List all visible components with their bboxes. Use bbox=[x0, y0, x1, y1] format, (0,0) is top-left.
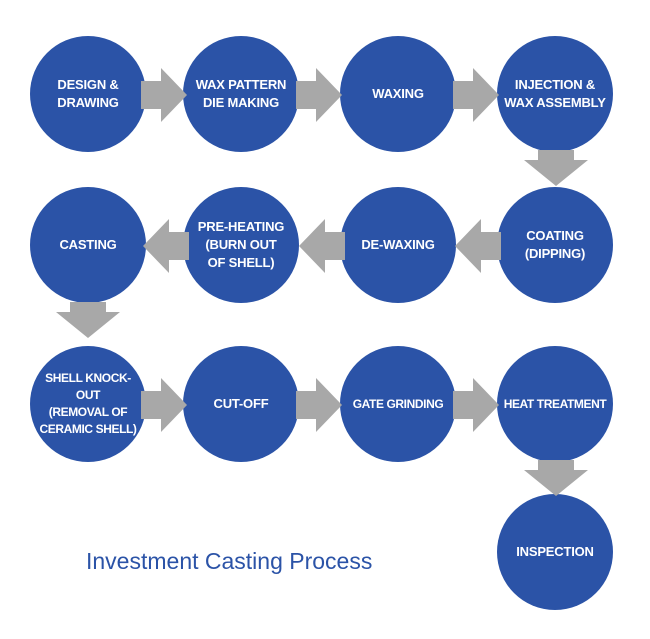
arrow-right-icon bbox=[453, 378, 499, 432]
diagram-title: Investment Casting Process bbox=[86, 548, 373, 574]
step-injection-wax-assembly: INJECTION & WAX ASSEMBLY bbox=[497, 36, 613, 152]
step-wax-pattern-die-making: WAX PATTERN DIE MAKING bbox=[183, 36, 299, 152]
arrow-right-icon bbox=[141, 378, 187, 432]
step-gate-grinding: GATE GRINDING bbox=[340, 346, 456, 462]
step-heat-treatment: HEAT TREATMENT bbox=[497, 346, 613, 462]
step-casting: CASTING bbox=[30, 187, 146, 303]
arrow-right-icon bbox=[453, 68, 499, 122]
step-waxing: WAXING bbox=[340, 36, 456, 152]
step-label: DE-WAXING bbox=[361, 237, 435, 252]
step-label: DESIGN & DRAWING bbox=[57, 77, 119, 110]
step-label: WAX PATTERN DIE MAKING bbox=[195, 77, 287, 110]
step-label: HEAT TREATMENT bbox=[503, 396, 607, 411]
step-cut-off: CUT-OFF bbox=[183, 346, 299, 462]
step-de-waxing: DE-WAXING bbox=[340, 187, 456, 303]
arrow-right-icon bbox=[296, 378, 342, 432]
arrow-right-icon bbox=[296, 68, 342, 122]
arrow-left-icon bbox=[455, 219, 501, 273]
step-coating-dipping: COATING (DIPPING) bbox=[497, 187, 613, 303]
step-label: INJECTION & WAX ASSEMBLY bbox=[504, 77, 606, 110]
arrow-down-icon bbox=[524, 460, 588, 496]
arrow-down-icon bbox=[524, 150, 588, 186]
arrow-down-icon bbox=[56, 302, 120, 338]
arrow-right-icon bbox=[141, 68, 187, 122]
step-inspection: INSPECTION bbox=[497, 494, 613, 610]
step-label: PRE-HEATING (BURN OUT OF SHELL) bbox=[197, 219, 285, 270]
step-label: WAXING bbox=[372, 86, 424, 101]
step-label: SHELL KNOCK-OUT (REMOVAL OF CERAMIC SHEL… bbox=[39, 371, 137, 436]
step-design-drawing: DESIGN & DRAWING bbox=[30, 36, 146, 152]
arrow-left-icon bbox=[299, 219, 345, 273]
step-label: GATE GRINDING bbox=[352, 396, 444, 411]
step-shell-knock-out: SHELL KNOCK-OUT (REMOVAL OF CERAMIC SHEL… bbox=[30, 346, 146, 462]
step-label: INSPECTION bbox=[516, 544, 594, 559]
step-label: CUT-OFF bbox=[213, 396, 269, 411]
arrow-left-icon bbox=[143, 219, 189, 273]
step-label: COATING (DIPPING) bbox=[524, 228, 586, 261]
step-label: CASTING bbox=[59, 237, 117, 252]
step-pre-heating: PRE-HEATING (BURN OUT OF SHELL) bbox=[183, 187, 299, 303]
